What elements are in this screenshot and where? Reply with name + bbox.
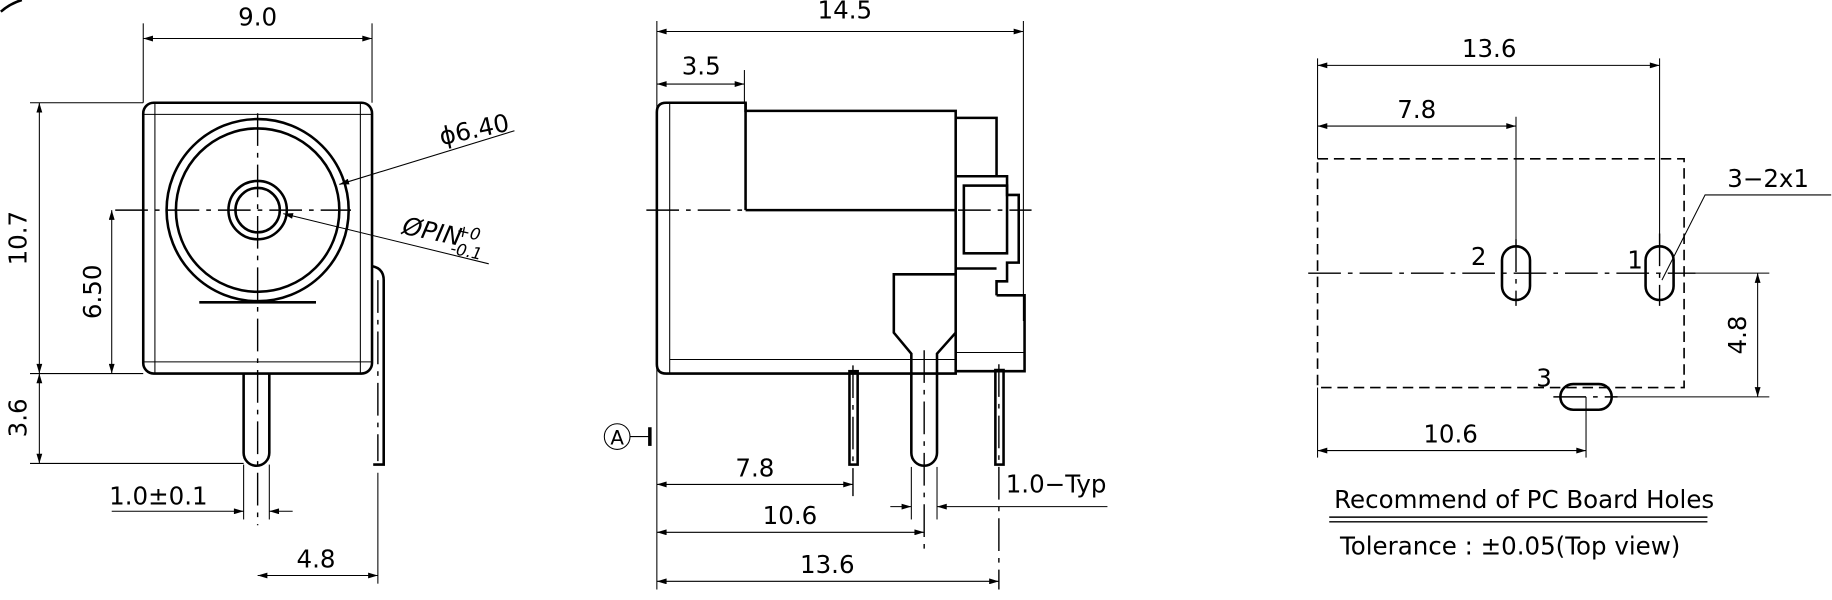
middle-pin xyxy=(892,273,957,468)
dim-7-8-label: 7.8 xyxy=(1397,95,1436,124)
front-pin xyxy=(242,373,271,468)
pin-diameter-label: ØPIN +0 -0.1 xyxy=(399,211,484,264)
outer-diameter-label: ϕ6.40 xyxy=(437,108,512,151)
dim-4-8-label: 4.8 xyxy=(1723,316,1752,355)
hole-3-label: 3 xyxy=(1536,363,1552,392)
side-pin xyxy=(371,264,385,466)
datum-label: A xyxy=(610,427,624,450)
rear-plug xyxy=(962,184,1009,255)
dim-cap-label: 3.5 xyxy=(682,52,721,81)
dim-13-6-label: 13.6 xyxy=(1462,34,1517,63)
side-view: A 14.5 3.5 7.8 10.6 13.6 1.0−Typ xyxy=(603,0,1108,590)
side-body-outline xyxy=(655,101,957,375)
dim-pin-spacing-label: 4.8 xyxy=(297,544,336,573)
dim-pin2-label: 10.6 xyxy=(763,501,818,530)
dim-length-label: 14.5 xyxy=(818,0,873,25)
dim-center-height-label: 6.50 xyxy=(78,265,107,320)
dim-10-6-label: 10.6 xyxy=(1423,419,1478,448)
pin-thickness-label: 1.0−Typ xyxy=(1006,470,1107,499)
svg-text:+0: +0 xyxy=(455,221,483,245)
dim-width-label: 9.0 xyxy=(238,3,277,32)
dim-height-label: 10.7 xyxy=(4,211,33,266)
pcb-title: Recommend of PC Board Holes xyxy=(1334,485,1714,514)
hole-2-label: 2 xyxy=(1471,242,1487,271)
hole-spec-label: 3−2x1 xyxy=(1727,164,1809,193)
dim-pin1-label: 7.8 xyxy=(735,453,774,482)
front-view: 9.0 10.7 6.50 3.6 1.0±0.1 4.8 ϕ6.40 ØPIN… xyxy=(4,3,515,584)
pcb-holes-view: 2 1 3 13.6 7.8 10.6 4.8 3−2x1 Recommend … xyxy=(1308,34,1832,560)
hole-1-label: 1 xyxy=(1627,245,1643,274)
tolerance-note: Tolerance : ±0.05(Top view) xyxy=(1339,531,1680,560)
dim-pin3-label: 13.6 xyxy=(800,550,855,579)
dim-pin-width-label: 1.0±0.1 xyxy=(109,481,207,510)
dim-pin-length-label: 3.6 xyxy=(4,398,33,437)
corner-arc xyxy=(0,0,23,13)
